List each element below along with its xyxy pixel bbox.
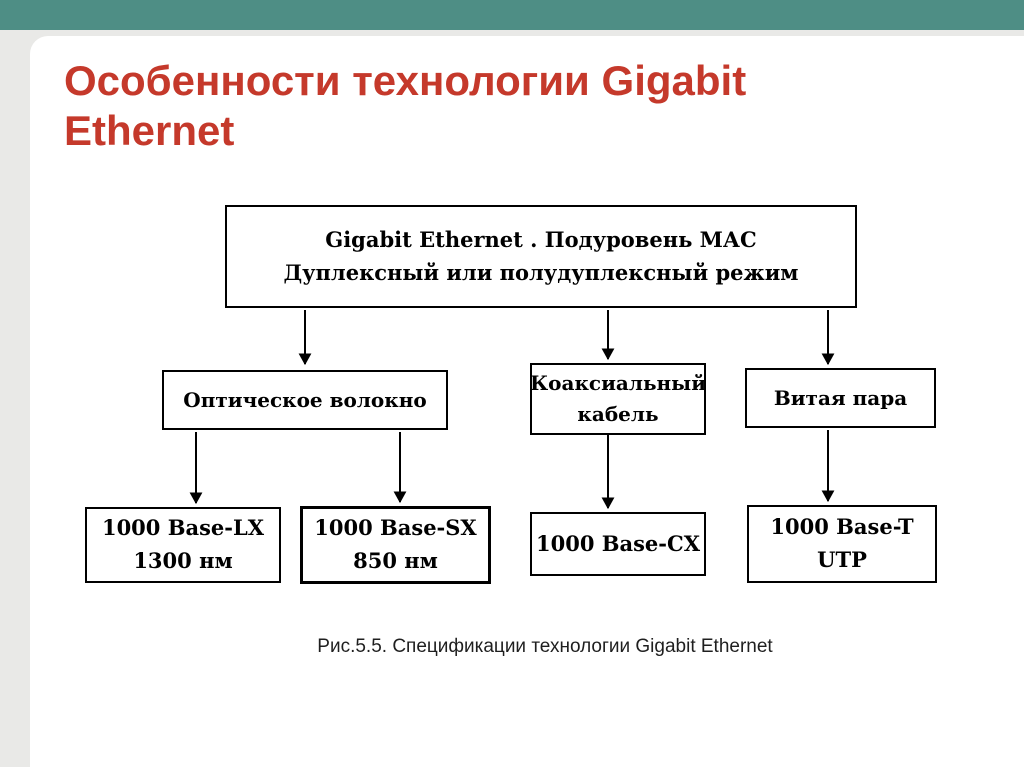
node-1000base-lx: 1000 Base-LX 1300 нм — [85, 507, 281, 583]
node-1000base-t: 1000 Base-T UTP — [747, 505, 937, 583]
node-1000base-cx-name: 1000 Base-CX — [535, 530, 701, 556]
node-coaxial-cable: Коаксиальный кабель — [530, 363, 706, 435]
node-1000base-sx: 1000 Base-SX 850 нм — [300, 506, 491, 584]
node-1000base-lx-detail: 1300 нм — [133, 548, 233, 573]
node-1000base-lx-name: 1000 Base-LX — [101, 515, 265, 541]
top-accent-bar — [0, 0, 1024, 30]
node-1000base-sx-detail: 850 нм — [353, 548, 438, 573]
node-coaxial-cable-label-bottom: кабель — [577, 402, 659, 426]
node-1000base-t-name: 1000 Base-T — [770, 514, 914, 540]
node-optical-fiber: Оптическое волокно — [162, 370, 448, 430]
node-mac-sublayer: Gigabit Ethernet . Подуровень МАС Дуплек… — [225, 205, 857, 308]
node-1000base-t-detail: UTP — [817, 547, 867, 572]
node-twisted-pair: Витая пара — [745, 368, 936, 428]
page-title: Особенности технологии Gigabit Ethernet — [64, 57, 747, 154]
node-1000base-cx: 1000 Base-CX — [530, 512, 706, 576]
figure-caption: Рис.5.5. Спецификации технологии Gigabit… — [317, 636, 773, 657]
node-twisted-pair-label: Витая пара — [773, 385, 908, 410]
node-coaxial-cable-label-top: Коаксиальный — [529, 371, 707, 395]
node-mac-line2: Дуплексный или полудуплексный режим — [283, 259, 799, 285]
node-1000base-sx-name: 1000 Base-SX — [314, 515, 477, 541]
node-mac-line1: Gigabit Ethernet . Подуровень МАС — [325, 226, 757, 252]
node-optical-fiber-label: Оптическое волокно — [183, 387, 427, 412]
